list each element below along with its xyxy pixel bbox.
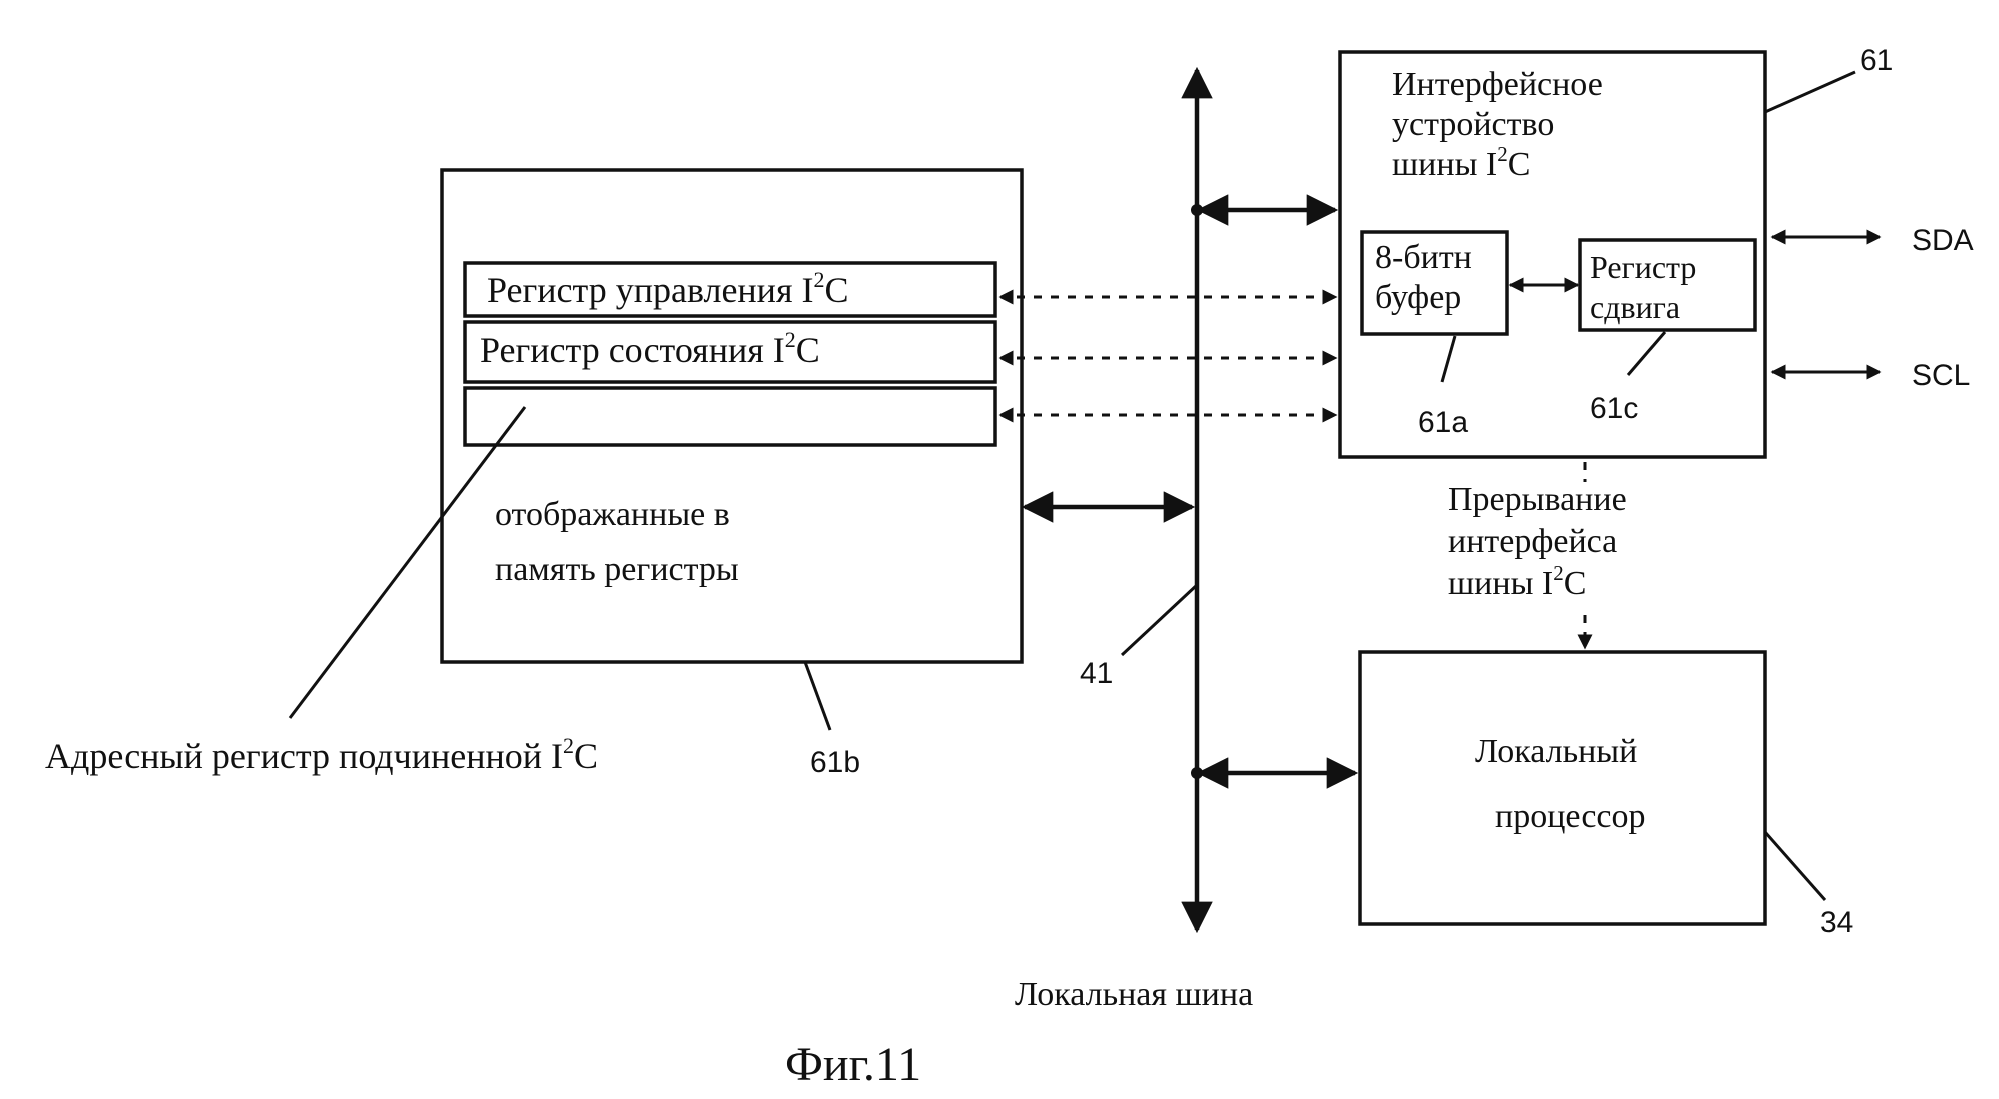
interrupt-label-line1: Прерывание	[1448, 481, 1627, 518]
left-block-ref-leader	[803, 661, 832, 731]
interrupt-label-line2: интерфейса	[1448, 523, 1617, 560]
i2c-interface-block: Интерфейсное устройство шины I2C 8-битн …	[1338, 50, 1767, 459]
address-register-leader	[288, 406, 527, 719]
shift-register-label-line1: Регистр	[1590, 249, 1696, 285]
buffer-label-line1: 8-битн	[1375, 239, 1472, 276]
processor-ref-leader	[1763, 831, 1827, 901]
shift-register-label-line2: сдвига	[1590, 289, 1680, 325]
status-register-row	[463, 320, 997, 384]
control-register-row	[463, 261, 997, 318]
memory-mapped-registers-box	[440, 168, 1024, 664]
buffer-label-line2: буфер	[1375, 279, 1461, 316]
left-block-ref-label: 61b	[810, 746, 860, 779]
interrupt-label-backdrop	[1438, 482, 1738, 612]
processor-label-line1: Локальный	[1475, 733, 1637, 770]
buffer-ref-label: 61а	[1418, 406, 1468, 439]
local-bus	[1181, 66, 1213, 934]
memory-mapped-caption-line1: отображанные в	[495, 496, 730, 533]
memory-mapped-caption-line2: память регистры	[495, 551, 739, 588]
shift-ref-label: 61с	[1590, 392, 1638, 425]
interface-ref-label: 61	[1860, 44, 1893, 77]
slave-address-register-row	[463, 386, 997, 447]
interface-ref-leader	[1764, 70, 1856, 114]
status-register-label: Регистр состояния I2C	[480, 327, 820, 370]
processor-label-line2: процессор	[1495, 798, 1646, 835]
processor-ref-label: 34	[1820, 906, 1853, 939]
memory-mapped-registers-block: Регистр управления I2C Регистр состояния…	[440, 168, 1024, 664]
interface-title-line2: устройство	[1392, 106, 1554, 143]
local-processor-box	[1358, 650, 1767, 926]
interface-title-line1: Интерфейсное	[1392, 66, 1603, 103]
shift-ref-leader	[1626, 331, 1667, 376]
scl-label: SCL	[1912, 359, 1970, 392]
control-register-label: Регистр управления I2C	[487, 267, 849, 310]
interface-title-line3: шины I2C	[1392, 142, 1530, 183]
address-register-label: Адресный регистр подчиненной I2C	[45, 733, 598, 776]
shift-register-box	[1578, 238, 1757, 332]
local-processor-block: Локальный процессор	[1358, 650, 1767, 926]
bus-ref-leader	[1120, 583, 1199, 657]
local-bus-label: Локальная шина	[1015, 976, 1253, 1013]
interrupt-label-line3: шины I2C	[1448, 561, 1586, 602]
i2c-interface-box	[1338, 50, 1767, 459]
bus-ref-label: 41	[1080, 657, 1113, 690]
buffer-box	[1360, 230, 1509, 336]
figure-caption: Фиг.11	[785, 1038, 921, 1091]
buffer-ref-leader	[1440, 335, 1457, 383]
sda-label: SDA	[1912, 224, 1974, 257]
